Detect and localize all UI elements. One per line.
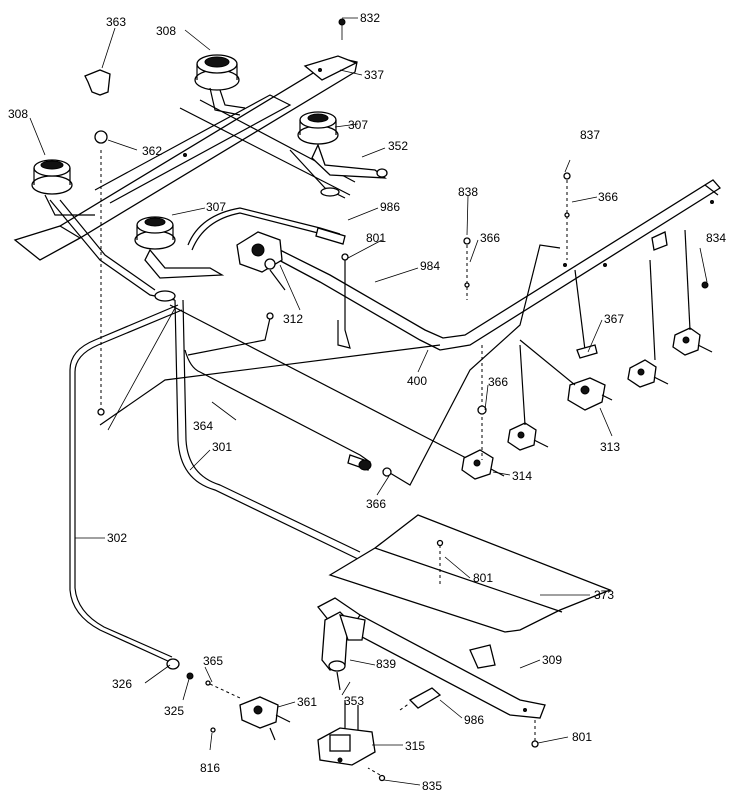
callout-362: 362: [142, 144, 162, 158]
callout-834: 834: [706, 231, 726, 245]
callout-986-bottom: 986: [464, 713, 484, 727]
manifold-pipe: [274, 179, 721, 351]
callout-307-rear: 307: [348, 118, 368, 132]
callout-312: 312: [283, 312, 303, 326]
leader-lines: [29, 17, 709, 786]
regulator-312: [236, 231, 286, 291]
callout-366-low: 366: [488, 375, 508, 389]
igniter-353: [321, 611, 366, 691]
callout-837: 837: [580, 128, 600, 142]
safety-valve-361: [239, 696, 291, 741]
oven-baffle-373: [328, 514, 612, 633]
callout-839: 839: [376, 657, 396, 671]
callout-308-rear: 308: [156, 24, 176, 38]
callout-366-mid: 366: [480, 231, 500, 245]
callout-364: 364: [193, 419, 213, 433]
top-burner-front-right: [134, 216, 225, 279]
callout-801-bottom: 801: [572, 730, 592, 744]
valve-315: [317, 700, 376, 766]
callout-801-mid: 801: [473, 571, 493, 585]
top-burner-rear-right: [297, 111, 388, 179]
callout-984: 984: [420, 259, 440, 273]
callout-838: 838: [458, 185, 478, 199]
callout-307-front: 307: [206, 200, 226, 214]
valves-right-row: [461, 327, 713, 480]
callout-367: 367: [604, 312, 624, 326]
callout-309: 309: [542, 653, 562, 667]
callout-302: 302: [107, 531, 127, 545]
callout-352: 352: [388, 139, 408, 153]
valve-313: [519, 339, 613, 411]
callout-325: 325: [164, 704, 184, 718]
callout-301: 301: [212, 440, 232, 454]
callout-353: 353: [344, 694, 364, 708]
callout-986-top: 986: [380, 200, 400, 214]
callout-315: 315: [405, 739, 425, 753]
callout-816: 816: [200, 761, 220, 775]
grommet-362: [94, 130, 108, 144]
callout-labels: 832 363 308 337 307 308 362 352 837 838 …: [8, 11, 726, 793]
callout-326: 326: [112, 677, 132, 691]
callout-366-top: 366: [598, 190, 618, 204]
callout-363: 363: [106, 15, 126, 29]
callout-373: 373: [594, 588, 614, 602]
callout-365: 365: [203, 654, 223, 668]
clip-363: [84, 69, 111, 96]
callout-337: 337: [364, 68, 384, 82]
callout-835: 835: [422, 779, 442, 793]
callout-801-top: 801: [366, 231, 386, 245]
top-burner-rear-left: [194, 54, 246, 116]
callout-400: 400: [407, 374, 427, 388]
callout-832: 832: [360, 11, 380, 25]
top-burner-front-left: [31, 159, 95, 216]
callout-308-front: 308: [8, 107, 28, 121]
callout-314: 314: [512, 469, 532, 483]
callout-313: 313: [600, 440, 620, 454]
callout-361: 361: [297, 695, 317, 709]
callout-366-bottom: 366: [366, 497, 386, 511]
